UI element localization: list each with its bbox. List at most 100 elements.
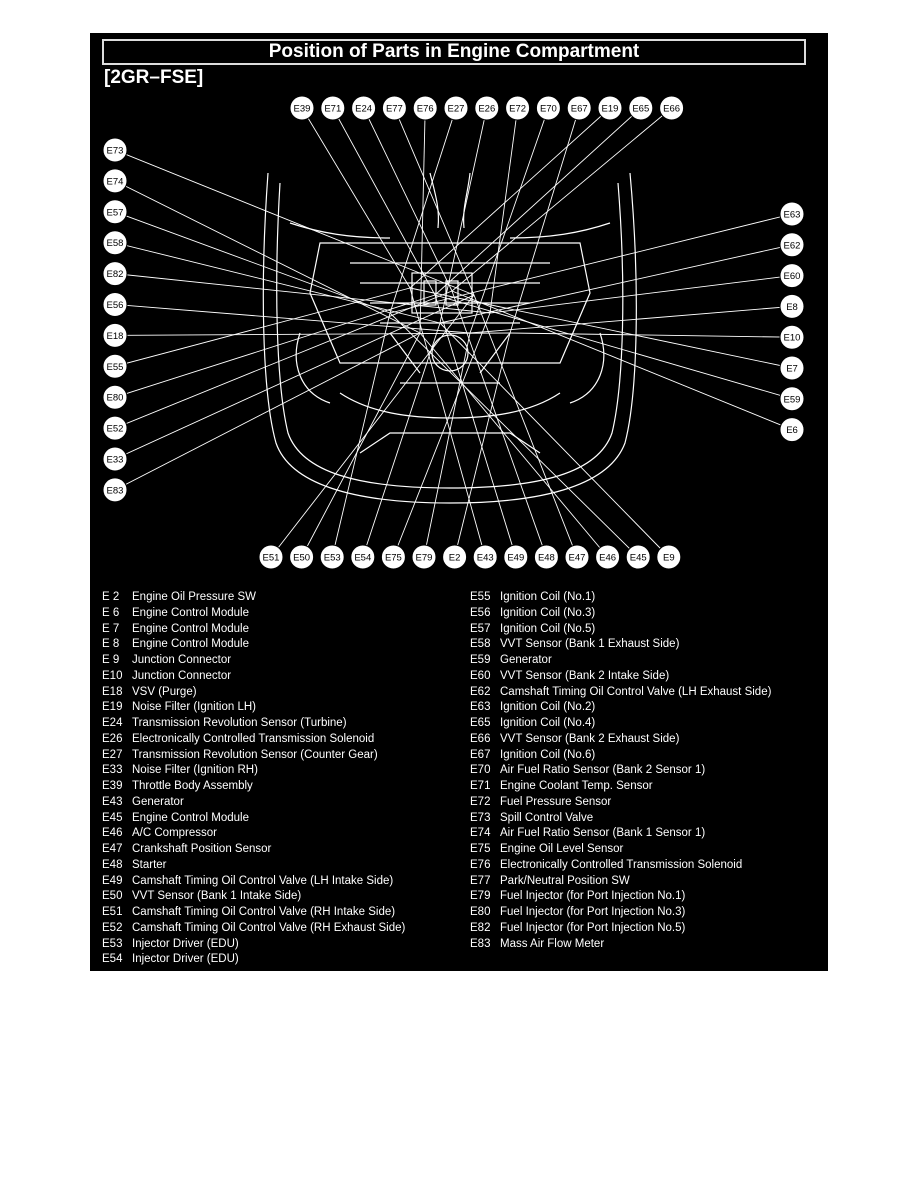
legend-name: Ignition Coil (No.3) (500, 606, 596, 619)
callout-text: E71 (324, 104, 341, 115)
legend-code: E49 (102, 874, 123, 887)
callout-text: E82 (107, 269, 124, 280)
leader-line (451, 290, 793, 431)
callout-circle (779, 386, 805, 412)
legend-name: Park/Neutral Position SW (500, 874, 630, 887)
callout-circle (381, 95, 407, 121)
callout-e39: E39 (289, 95, 315, 121)
callout-circle (102, 230, 128, 256)
legend-name: Noise Filter (Ignition LH) (132, 701, 256, 714)
callout-text: E55 (107, 362, 124, 373)
legend-name: Mass Air Flow Meter (500, 937, 605, 950)
callout-e57: E57 (102, 199, 128, 225)
callout-text: E51 (263, 553, 280, 564)
callout-text: E26 (478, 104, 495, 115)
leader-line (389, 213, 793, 314)
callout-circle (102, 415, 128, 441)
callout-e10: E10 (779, 324, 805, 350)
legend-item: E80 Fuel Injector (for Port Injection No.… (470, 906, 685, 918)
callout-circle (779, 201, 805, 227)
callout-circle (779, 232, 805, 258)
callout-circle (779, 263, 805, 289)
callout-circle (625, 544, 651, 570)
callout-text: E73 (107, 146, 124, 157)
callout-text: E33 (107, 455, 124, 466)
legend-code: E75 (470, 843, 491, 855)
callout-e66: E66 (659, 95, 685, 121)
leader-line (509, 107, 580, 334)
legend-name: Injector Driver (EDU) (132, 937, 239, 950)
legend-name: Ignition Coil (No.4) (500, 717, 596, 729)
leader-line (469, 305, 793, 334)
legend-name: Transmission Revolution Sensor (Turbine) (132, 717, 347, 729)
legend-code: E65 (470, 717, 491, 729)
legend-name: Throttle Body Assembly (132, 780, 253, 792)
callout-text: E58 (107, 238, 124, 249)
callout-circle (474, 95, 500, 121)
legend-name: Engine Control Module (132, 811, 249, 824)
legend-code: E39 (102, 780, 123, 792)
legend-code: E58 (470, 638, 491, 651)
callout-e56: E56 (102, 292, 128, 317)
callout-e76: E76 (412, 95, 438, 121)
legend-code: E 2 (102, 591, 120, 603)
callout-circle (320, 95, 346, 121)
legend-code: E80 (470, 906, 491, 918)
callout-e77: E77 (381, 95, 407, 121)
leader-line (409, 287, 793, 369)
leader-line (454, 332, 511, 558)
callout-circle (289, 544, 315, 570)
legend-code: E73 (470, 811, 491, 824)
legend-code: E52 (102, 921, 123, 934)
legend-code: E10 (102, 669, 123, 682)
legend-name: Air Fuel Ratio Sensor (Bank 1 Sensor 1) (500, 827, 706, 840)
callout-e58: E58 (102, 230, 128, 256)
legend-code: E19 (102, 701, 123, 714)
callout-text: E63 (784, 210, 801, 221)
legend-name: Air Fuel Ratio Sensor (Bank 2 Sensor 1) (500, 764, 706, 777)
callout-text: E19 (602, 104, 619, 115)
legend-name: Junction Connector (132, 654, 232, 666)
callout-circle (779, 324, 805, 350)
legend-name: Fuel Pressure Sensor (500, 795, 612, 808)
callout-text: E46 (599, 553, 616, 564)
leader-line (469, 107, 549, 334)
callout-e60: E60 (779, 263, 805, 289)
legend-name: Fuel Injector (for Port Injection No.5) (500, 921, 686, 934)
legend-name: VVT Sensor (Bank 1 Intake Side) (132, 890, 302, 903)
callout-circle (102, 261, 128, 287)
callout-e67: E67 (566, 95, 592, 121)
callout-text: E6 (786, 425, 798, 436)
callout-text: E18 (107, 331, 124, 342)
callout-e74: E74 (102, 168, 128, 194)
callout-e45: E45 (625, 544, 651, 570)
legend-name: Camshaft Timing Oil Control Valve (RH In… (132, 906, 396, 918)
legend-code: E63 (470, 701, 491, 714)
callout-circle (533, 544, 559, 570)
callout-e9: E9 (656, 544, 682, 570)
engine-outline (262, 172, 637, 504)
legend-name: Fuel Injector (for Port Injection No.3) (500, 906, 686, 918)
legend-name: Electronically Controlled Transmission S… (132, 732, 375, 745)
callout-circle (443, 95, 469, 121)
legend-code: E48 (102, 858, 123, 871)
legend-name: Transmission Revolution Sensor (Counter … (132, 748, 378, 761)
callout-text: E50 (293, 553, 310, 564)
callout-text: E7 (786, 364, 798, 375)
leader-line (114, 149, 475, 296)
callout-e62: E62 (779, 232, 805, 258)
callout-circle (102, 353, 128, 379)
legend-code: E76 (470, 858, 491, 871)
